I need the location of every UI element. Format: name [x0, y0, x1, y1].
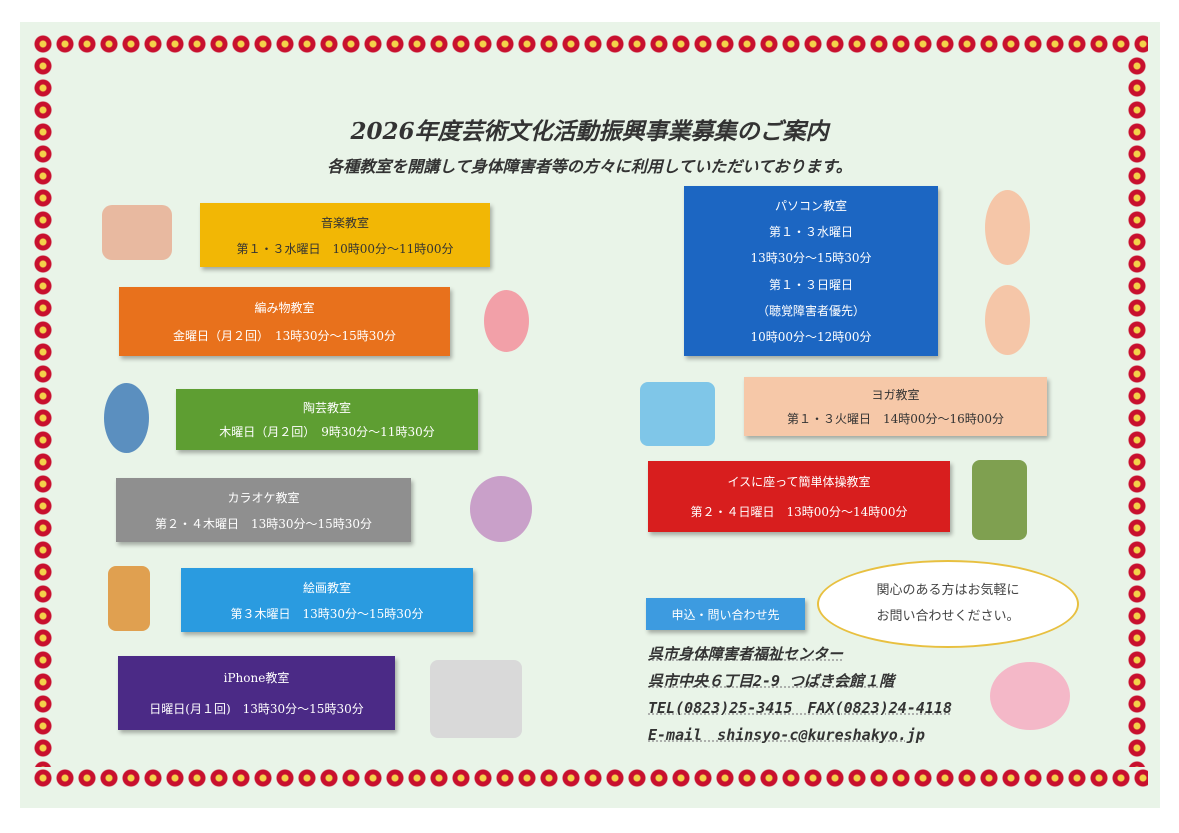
class-iphone: iPhone教室 日曜日(月１回) 13時30分～15時30分 — [118, 656, 395, 730]
flower-border-top — [32, 33, 1148, 55]
class-pottery: 陶芸教室 木曜日（月２回） 9時30分～11時30分 — [176, 389, 478, 450]
contact-label: 申込・問い合わせ先 — [671, 607, 780, 622]
class-name: iPhone教室 — [223, 671, 290, 685]
class-name: 編み物教室 — [254, 300, 315, 315]
class-schedule: 第１・３水曜日 — [768, 224, 853, 239]
contact-phone: TEL(0823)25-3415 FAX(0823)24-4118 — [648, 699, 952, 717]
class-name: 陶芸教室 — [302, 400, 351, 415]
page-title: 2026年度芸術文化活動振興事業募集のご案内 — [350, 118, 829, 145]
class-name: カラオケ教室 — [227, 490, 300, 505]
pc-boy-illustration — [985, 190, 1030, 265]
pottery-illustration — [104, 383, 149, 453]
chair-exercise-illustration — [972, 460, 1027, 540]
class-name: 音楽教室 — [320, 215, 369, 230]
class-schedule: 第２・４日曜日 13時00分～14時00分 — [690, 504, 908, 519]
contact-label-button: 申込・問い合わせ先 — [646, 598, 805, 630]
speech-bubble: 関心のある方はお気軽に お問い合わせください。 — [817, 560, 1079, 648]
class-schedule: 第１・３水曜日 10時00分～11時00分 — [236, 241, 454, 256]
knitting-illustration — [484, 290, 529, 352]
pc-girl-illustration — [985, 285, 1030, 355]
class-chair-exercise: イスに座って簡単体操教室 第２・４日曜日 13時00分～14時00分 — [648, 461, 950, 532]
class-schedule: 10時00分～12時00分 — [750, 330, 872, 345]
class-karaoke: カラオケ教室 第２・４木曜日 13時30分～15時30分 — [116, 478, 411, 542]
class-schedule: （聴覚障害者優先） — [756, 303, 865, 318]
flower-border-bottom — [32, 767, 1148, 789]
class-schedule: 日曜日(月１回) 13時30分～15時30分 — [149, 702, 364, 716]
iphone-illustration — [430, 660, 522, 738]
class-schedule: 第２・４木曜日 13時30分～15時30分 — [154, 516, 373, 531]
class-name: 絵画教室 — [302, 580, 351, 595]
mascot-illustration — [990, 662, 1070, 730]
class-drawing: 絵画教室 第３木曜日 13時30分～15時30分 — [181, 568, 473, 632]
class-schedule: 第３木曜日 13時30分～15時30分 — [230, 606, 424, 621]
drawing-illustration — [108, 566, 150, 631]
page-subtitle: 各種教室を開講して身体障害者等の方々に利用していただいております。 — [327, 157, 852, 176]
class-yoga: ヨガ教室 第１・３火曜日 14時00分～16時00分 — [744, 377, 1047, 436]
bubble-line: 関心のある方はお気軽に — [876, 583, 1020, 598]
contact-org: 呉市身体障害者福祉センター — [648, 645, 844, 663]
music-illustration — [102, 205, 172, 260]
class-knitting: 編み物教室 金曜日（月２回） 13時30分～15時30分 — [119, 287, 450, 356]
class-music: 音楽教室 第１・３水曜日 10時00分～11時00分 — [200, 203, 490, 267]
bubble-line: お問い合わせください。 — [876, 609, 1020, 624]
class-schedule: 金曜日（月２回） 13時30分～15時30分 — [172, 329, 397, 344]
class-name: イスに座って簡単体操教室 — [727, 475, 871, 490]
class-name: ヨガ教室 — [871, 388, 920, 403]
karaoke-illustration — [470, 476, 532, 542]
contact-address: 呉市中央６丁目2-9 つばき会館１階 — [648, 672, 895, 690]
flower-border-left — [32, 55, 54, 767]
contact-email: E-mail shinsyo-c@kureshakyo.jp — [648, 726, 925, 744]
yoga-illustration — [640, 382, 715, 446]
class-pc: パソコン教室 第１・３水曜日 13時30分～15時30分 第１・３日曜日 （聴覚… — [684, 186, 938, 356]
class-schedule: 13時30分～15時30分 — [750, 251, 872, 266]
class-name: パソコン教室 — [774, 198, 847, 213]
class-schedule: 第１・３日曜日 — [768, 277, 853, 292]
class-schedule: 第１・３火曜日 14時00分～16時00分 — [786, 411, 1005, 426]
flower-border-right — [1126, 55, 1148, 767]
class-schedule: 木曜日（月２回） 9時30分～11時30分 — [219, 425, 435, 440]
